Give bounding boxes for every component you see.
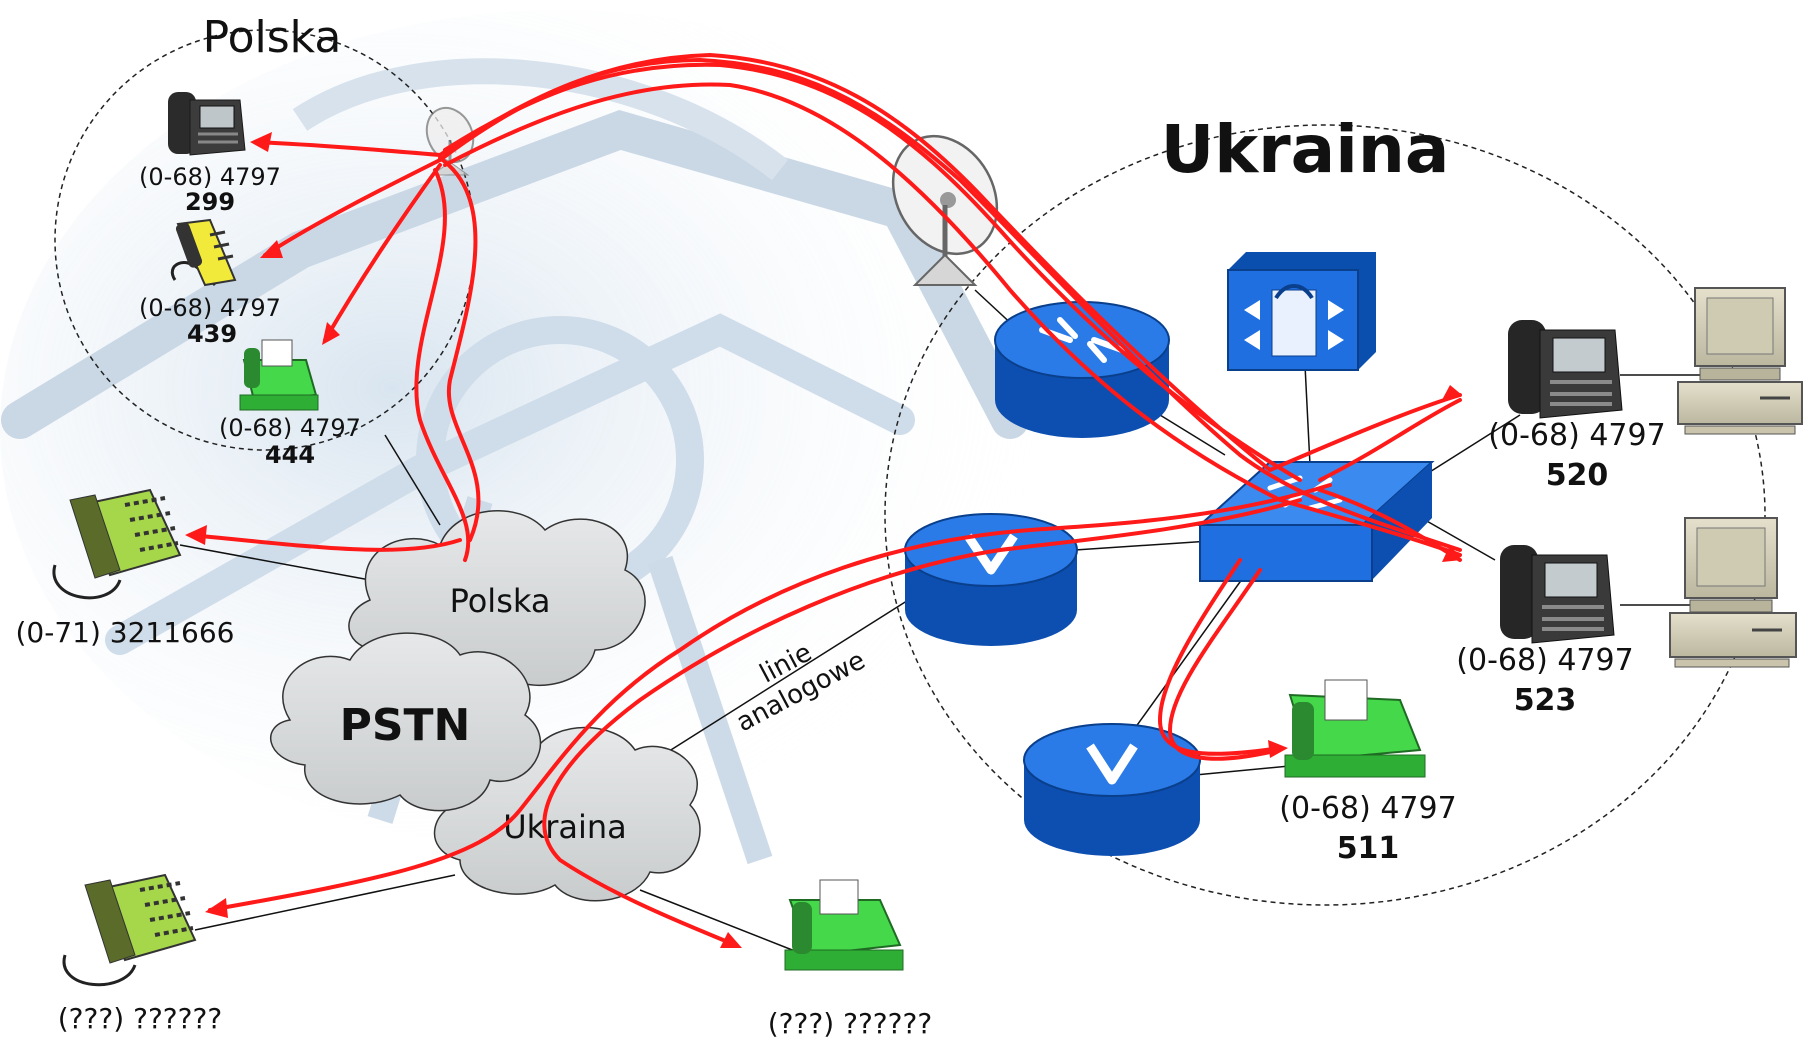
fax-unknown-icon (784, 879, 904, 971)
ip-phone-523-icon (1500, 545, 1615, 644)
fax-444-prefix: (0-68) 4797 (219, 414, 361, 442)
fax-511-ext: 511 (1337, 831, 1400, 866)
polska-region-title: Polska (203, 12, 342, 63)
pc-lower-icon (1669, 517, 1797, 668)
pc-upper-icon (1677, 287, 1803, 435)
fax-511-icon (1284, 679, 1426, 778)
cloud-polska-label: Polska (450, 582, 551, 620)
voice-gateway-lower-icon (1023, 723, 1201, 856)
phone-unknown-number: (???) ?????? (58, 1002, 223, 1035)
ukraina-region-title: Ukraina (1161, 111, 1450, 188)
call-path-arrowheads (185, 132, 1462, 948)
fax-511-prefix: (0-68) 4797 (1279, 791, 1456, 826)
voice-gateway-upper-icon (904, 513, 1078, 646)
cloud-pstn: PSTN (270, 632, 542, 812)
ip-phone-299-icon (168, 92, 246, 156)
fax-444-icon (239, 339, 319, 411)
analog-phone-unknown-icon (62, 873, 197, 987)
ukraina-region (884, 124, 1766, 906)
call-manager-icon (1227, 252, 1376, 371)
phone-439-prefix: (0-68) 4797 (139, 294, 281, 322)
fax-444-ext: 444 (265, 441, 315, 469)
ip-phone-520-icon (1508, 320, 1623, 419)
phone-439-ext: 439 (187, 320, 237, 348)
cloud-pstn-label: PSTN (340, 700, 471, 751)
call-paths (188, 52, 1462, 947)
phone-523-ext: 523 (1514, 683, 1577, 718)
phone-520-prefix: (0-68) 4797 (1488, 418, 1665, 453)
cloud-ukraina-label: Ukraina (503, 808, 627, 846)
phone-523-prefix: (0-68) 4797 (1456, 643, 1633, 678)
phone-299-prefix: (0-68) 4797 (139, 163, 281, 191)
phone-520-ext: 520 (1546, 458, 1609, 493)
fax-unknown-number: (???) ?????? (768, 1007, 933, 1039)
phone-299-ext: 299 (185, 188, 235, 216)
analog-phone-wroclaw-icon (52, 488, 182, 600)
analog-phone-yellow-icon (171, 218, 237, 287)
phone-wroclaw-number: (0-71) 3211666 (16, 616, 235, 649)
